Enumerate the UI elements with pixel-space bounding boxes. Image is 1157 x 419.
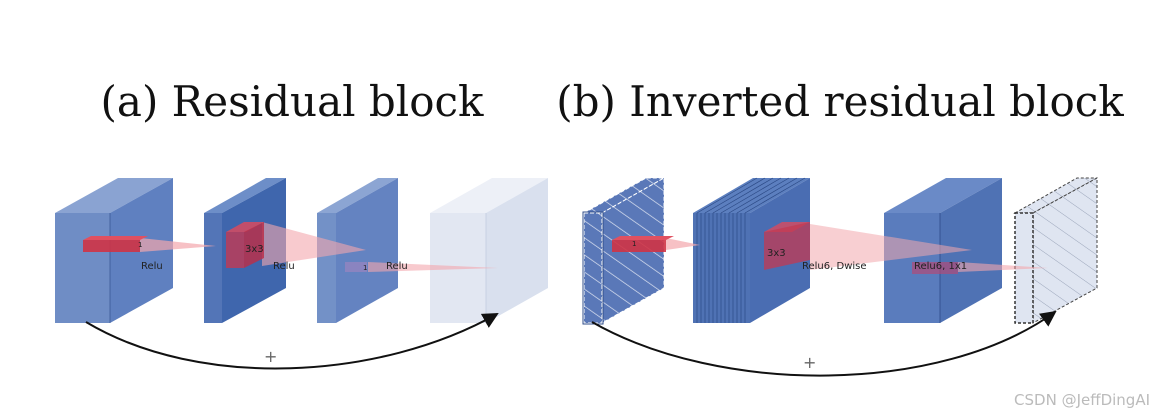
inverted-act-label-2: Relu6, 1x1 [914, 261, 967, 272]
residual-receptive-cone-1 [140, 238, 216, 252]
residual-conv1x1-tensor [317, 178, 398, 323]
residual-kernel-3x3 [226, 222, 264, 268]
residual-plus-sign: + [264, 347, 277, 366]
inverted-plus-sign: + [803, 353, 816, 372]
residual-act-label-1: Relu [141, 261, 163, 272]
inverted-act-label-1: Relu6, Dwise [802, 261, 867, 272]
inverted-kernel-1x1-label: 1 [632, 240, 636, 248]
residual-kernel-1x1 [83, 236, 148, 252]
inverted-kernel-3x3 [764, 222, 810, 270]
residual-output-tensor [430, 178, 548, 323]
residual-skip-connection-arrow [85, 313, 499, 370]
residual-kernel-1x1-label: 1 [138, 241, 142, 249]
residual-receptive-cone-2 [262, 222, 366, 266]
residual-kernel-1x1-b-label: 1 [363, 264, 367, 272]
inverted-output-tensor [1013, 177, 1098, 324]
inverted-kernel-3x3-label: 3x3 [767, 248, 786, 259]
csdn-watermark: CSDN @JeffDingAI [1014, 391, 1150, 409]
inverted-kernel-1x1 [612, 236, 674, 252]
residual-receptive-cone-3 [368, 262, 498, 272]
inverted-kernel-1x1-b [912, 262, 958, 274]
residual-act-label-3: Relu [386, 261, 408, 272]
title-residual-block: (a) Residual block [101, 77, 485, 126]
inverted-skip-connection-arrow [591, 310, 1057, 377]
residual-kernel-1x1-b [345, 262, 367, 272]
title-inverted-residual-block: (b) Inverted residual block [556, 77, 1124, 126]
inverted-receptive-cone-1 [666, 238, 700, 250]
residual-kernel-3x3-label: 3x3 [245, 244, 264, 255]
residual-block-diagram: 1 3x3 1 Relu Relu Relu + [55, 178, 548, 370]
inverted-receptive-cone-3 [958, 262, 1048, 272]
residual-act-label-2: Relu [273, 261, 295, 272]
inverted-receptive-cone-2 [810, 224, 972, 270]
inverted-residual-block-diagram: 1 3x3 Relu6, Dwise Relu6, 1x1 + [582, 177, 1098, 377]
